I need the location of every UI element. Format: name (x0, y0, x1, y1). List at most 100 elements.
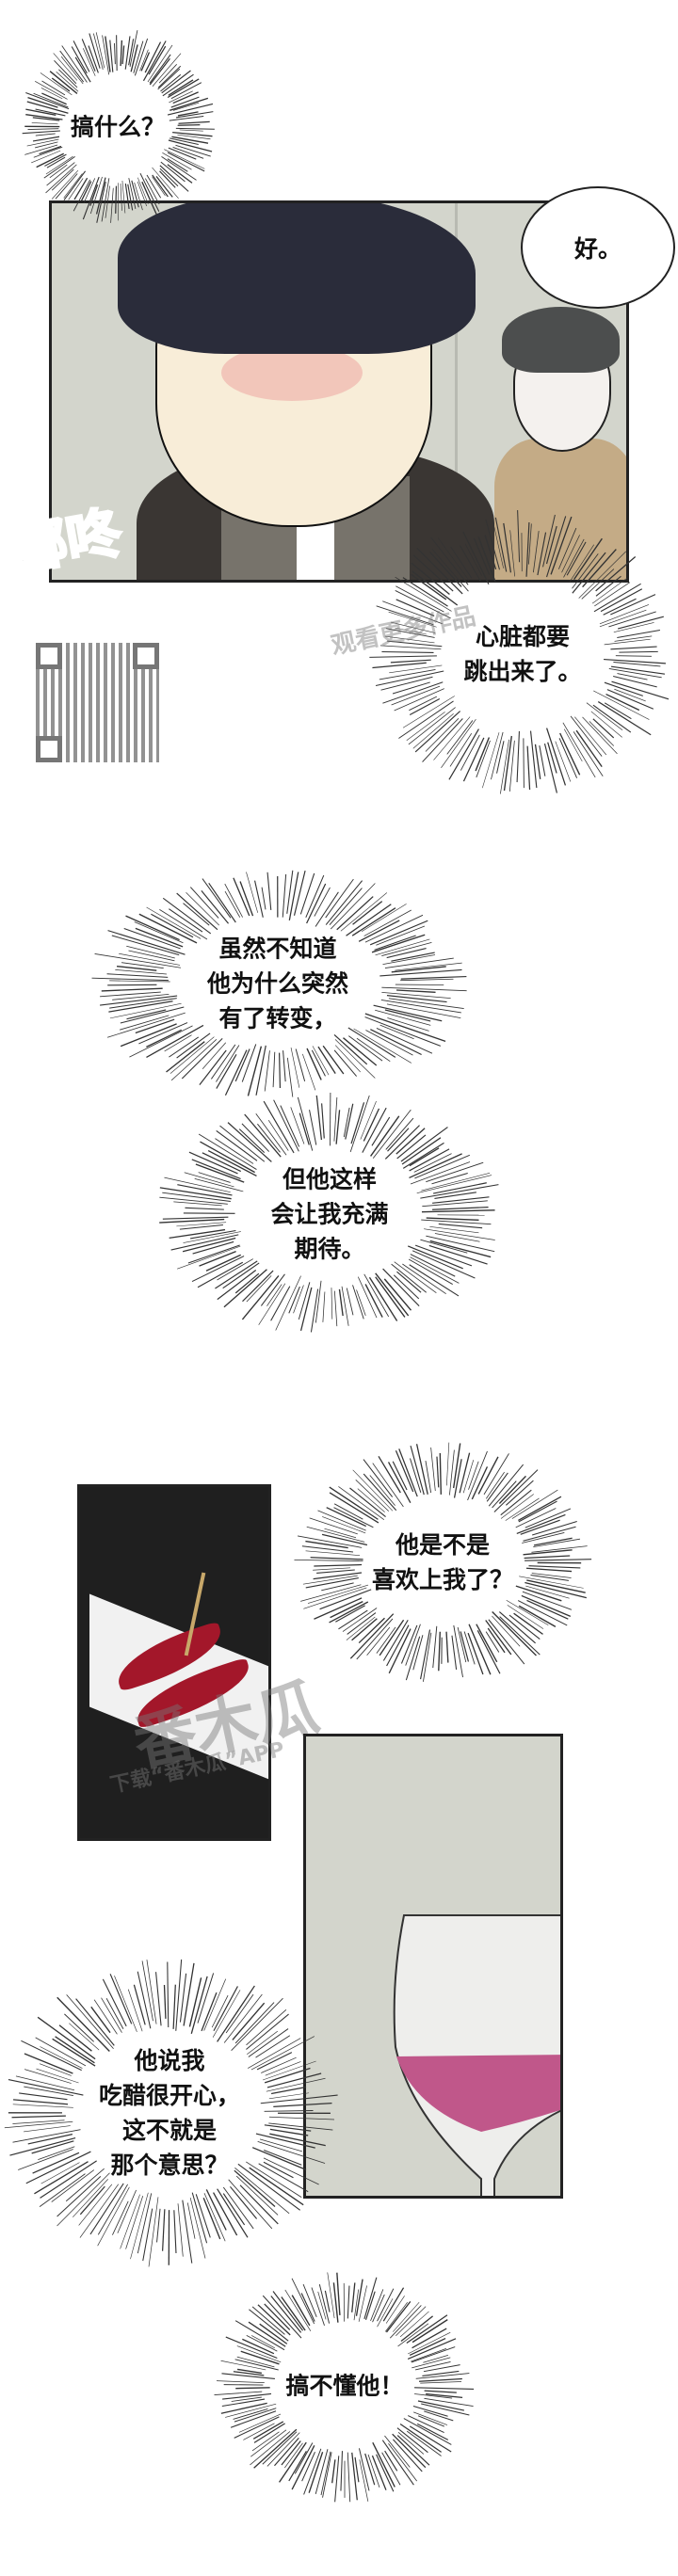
burst-ray (273, 1099, 299, 1152)
burst-ray (52, 2038, 96, 2067)
burst-ray (570, 715, 603, 757)
burst-ray (40, 72, 73, 96)
burst-ray (507, 1605, 544, 1629)
burst-ray (170, 137, 199, 145)
burst-ray (106, 973, 169, 978)
burst-ray (172, 91, 199, 104)
burst-ray (488, 1619, 525, 1665)
burst-ray (384, 2450, 398, 2472)
burst-ray (396, 1128, 426, 1155)
burst-ray (231, 2396, 262, 2402)
burst-ray (111, 935, 180, 956)
burst-ray (222, 2193, 246, 2226)
burst-ray (152, 174, 169, 198)
burst-ray (471, 1466, 489, 1500)
burst-ray (384, 2435, 411, 2468)
burst-ray (382, 681, 444, 704)
burst-ray (110, 187, 114, 223)
burst-ray (529, 730, 538, 789)
burst-ray (270, 2296, 302, 2333)
burst-ray (224, 1049, 248, 1096)
burst-ray (248, 2028, 289, 2057)
burst-ray (414, 2360, 451, 2371)
burst-ray (334, 1045, 361, 1073)
burst-ray (376, 605, 434, 626)
burst-ray (363, 2277, 378, 2320)
burst-ray (407, 2338, 457, 2360)
burst-ray (272, 2291, 304, 2331)
burst-ray (307, 1584, 369, 1604)
burst-ray (573, 537, 603, 580)
burst-ray (332, 2282, 339, 2323)
burst-ray (610, 594, 656, 616)
burst-ray (391, 952, 435, 962)
burst-ray (208, 883, 236, 923)
burst-ray (608, 667, 662, 679)
burst-ray (286, 1057, 294, 1097)
burst-ray (352, 901, 383, 925)
burst-ray (385, 1117, 414, 1150)
burst-ray (434, 1192, 476, 1199)
burst-ray (246, 872, 259, 913)
burst-ray (391, 685, 441, 706)
burst-ray (177, 1184, 233, 1196)
burst-ray (182, 2200, 193, 2264)
burst-ray (221, 2373, 275, 2380)
burst-ray (175, 127, 215, 130)
burst-ray (398, 1448, 418, 1497)
burst-ray (231, 1997, 283, 2051)
speech-bubble-ok: 好。 (521, 186, 675, 309)
burst-ray (347, 1612, 377, 1635)
burst-ray (333, 1507, 374, 1528)
burst-ray (380, 999, 461, 1014)
burst-ray (109, 998, 177, 1009)
burst-ray (438, 1631, 441, 1672)
burst-ray (599, 604, 650, 625)
burst-ray (408, 1258, 453, 1285)
burst-ray (333, 1033, 368, 1065)
burst-ray (409, 1264, 460, 1297)
burst-ray (316, 1569, 355, 1574)
burst-ray (408, 2415, 444, 2434)
burst-ray (68, 178, 84, 200)
burst-ray (124, 36, 131, 70)
burst-ray (397, 2432, 425, 2455)
burst-ray (617, 630, 661, 638)
burst-ray (308, 2452, 324, 2493)
burst-ray (340, 2451, 344, 2491)
burst-ray (138, 913, 198, 944)
burst-ray (41, 80, 66, 96)
burst-ray (88, 45, 99, 73)
burst-ray (201, 889, 229, 924)
burst-ray (186, 891, 219, 926)
burst-ray (346, 1616, 376, 1640)
burst-ray (25, 108, 56, 116)
burst-ray (263, 1100, 295, 1154)
burst-ray (400, 975, 467, 980)
character-hair (118, 203, 476, 354)
burst-ray (426, 1235, 495, 1253)
burst-ray (498, 1475, 526, 1504)
burst-ray (46, 162, 75, 186)
burst-ray (170, 96, 200, 108)
burst-ray (168, 147, 197, 160)
burst-ray (365, 1030, 413, 1056)
burst-ray (25, 2151, 91, 2184)
burst-ray (376, 1027, 433, 1054)
burst-ray (413, 2393, 453, 2399)
burst-ray (324, 1528, 357, 1539)
burst-ray (146, 1024, 204, 1058)
burst-ray (436, 1456, 440, 1488)
burst-ray (172, 146, 204, 159)
burst-ray (347, 1027, 396, 1058)
burst-ray (412, 1250, 476, 1279)
burst-ray (372, 1463, 404, 1508)
line: 他是不是 (395, 1531, 490, 1559)
burst-ray (182, 1237, 236, 1253)
burst-ray (380, 676, 433, 691)
burst-ray (161, 155, 197, 181)
burst-ray (417, 2415, 445, 2427)
burst-ray (301, 1545, 354, 1553)
burst-ray (40, 88, 63, 100)
burst-ray (421, 1219, 492, 1225)
